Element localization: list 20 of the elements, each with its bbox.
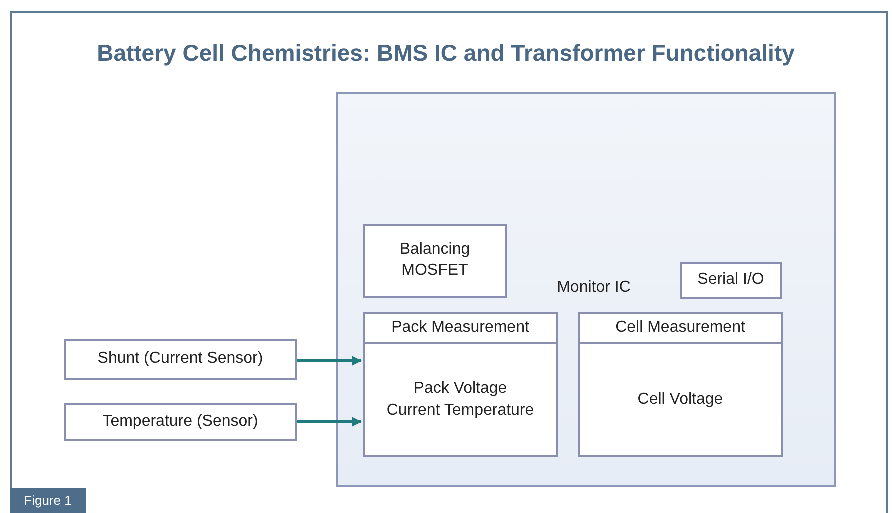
block-heading: Pack Measurement xyxy=(365,314,556,344)
diagram-title: Battery Cell Chemistries: BMS IC and Transformer Functionality xyxy=(96,40,796,67)
box-label: Serial I/O xyxy=(696,270,766,290)
arrow xyxy=(297,417,362,427)
component-box xyxy=(680,262,782,299)
arrow xyxy=(297,356,362,366)
measurement-block xyxy=(578,312,783,457)
box-label: Balancing MOSFET xyxy=(398,240,472,281)
component-box xyxy=(363,224,507,298)
block-label: Monitor IC xyxy=(556,279,632,297)
monitor-ic-block xyxy=(336,92,836,487)
measurement-block xyxy=(363,312,558,457)
component-box xyxy=(64,403,297,441)
block-text: Pack Voltage Current Temperature xyxy=(386,378,536,420)
block-heading: Cell Measurement xyxy=(580,314,781,344)
box-label: Temperature (Sensor) xyxy=(102,412,260,432)
figure-tab: Figure 1 xyxy=(10,488,86,513)
block-text: Cell Voltage xyxy=(638,390,724,410)
component-box xyxy=(64,339,297,380)
box-label: Shunt (Current Sensor) xyxy=(96,349,264,370)
